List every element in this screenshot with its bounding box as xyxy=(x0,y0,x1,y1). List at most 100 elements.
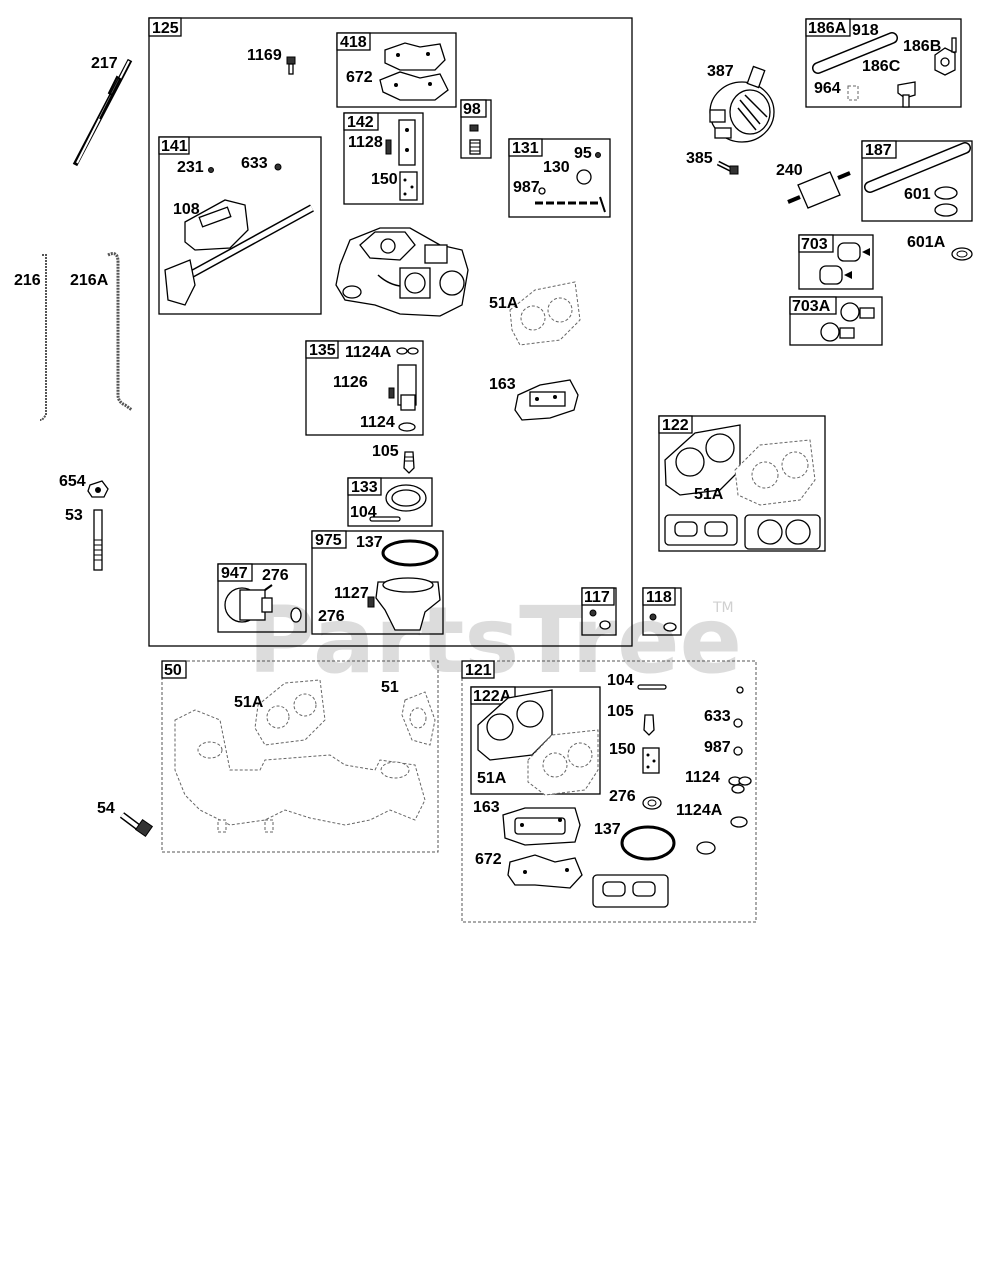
callout-918[interactable]: 918 xyxy=(852,22,879,39)
callout-672[interactable]: 672 xyxy=(475,851,502,868)
part-gasket-plate-kit[interactable] xyxy=(592,874,669,908)
part-186A-fuel-line-kit[interactable] xyxy=(812,32,957,108)
group-703A-tag[interactable] xyxy=(789,296,837,315)
part-133-bowl-gasket[interactable] xyxy=(369,484,427,522)
callout-1124a[interactable]: 1124A xyxy=(676,802,723,819)
callout-1169[interactable]: 1169 xyxy=(247,47,282,64)
part-385-screw[interactable] xyxy=(716,160,739,175)
part-947-solenoid[interactable] xyxy=(224,584,302,623)
part-216-throttle-link[interactable] xyxy=(40,254,47,421)
part-150-plate-kit[interactable] xyxy=(642,747,660,774)
callout-964[interactable]: 964 xyxy=(814,80,841,97)
part-137-oring-kit[interactable] xyxy=(620,825,676,861)
group-117-tag[interactable] xyxy=(581,587,615,606)
part-53-stud[interactable] xyxy=(93,509,103,571)
part-122A-gasket-set[interactable] xyxy=(477,689,599,796)
callout-150[interactable]: 150 xyxy=(609,741,636,758)
part-51-exhaust-gasket[interactable] xyxy=(401,691,436,746)
group-125-tag[interactable] xyxy=(148,17,182,37)
part-50-exhaust-manifold[interactable] xyxy=(174,709,426,833)
callout-53[interactable]: 53 xyxy=(65,507,83,524)
part-141-throttle-shaft[interactable] xyxy=(164,163,314,306)
part-654-nut[interactable] xyxy=(87,480,109,498)
callout-163[interactable]: 163 xyxy=(489,376,516,393)
group-131-tag[interactable] xyxy=(508,138,543,157)
part-418-gasket-set[interactable] xyxy=(379,42,449,101)
callout-137[interactable]: 137 xyxy=(356,534,383,551)
part-122-gasket-kit[interactable] xyxy=(664,424,821,550)
part-51A-gasket-upper[interactable] xyxy=(509,281,581,346)
part-672-gasket-kit[interactable] xyxy=(507,854,583,889)
part-142-plate[interactable] xyxy=(385,119,418,201)
callout-217[interactable]: 217 xyxy=(91,55,118,72)
callout-654[interactable]: 654 xyxy=(59,473,86,490)
callout-104[interactable]: 104 xyxy=(607,672,634,689)
callout-51[interactable]: 51 xyxy=(381,679,399,696)
part-98-spring[interactable] xyxy=(469,124,481,155)
callout-1128[interactable]: 1128 xyxy=(348,134,383,151)
group-975-tag[interactable] xyxy=(311,530,347,549)
group-947-tag[interactable] xyxy=(217,563,253,582)
part-703A-clamps[interactable] xyxy=(820,302,875,342)
callout-276[interactable]: 276 xyxy=(318,608,345,625)
callout-1124[interactable]: 1124 xyxy=(360,414,395,431)
callout-633[interactable]: 633 xyxy=(241,155,268,172)
group-187-tag[interactable] xyxy=(861,140,897,159)
callout-1127[interactable]: 1127 xyxy=(334,585,369,602)
callout-240[interactable]: 240 xyxy=(776,162,803,179)
part-633-987-kit[interactable] xyxy=(733,686,744,756)
group-703-tag[interactable] xyxy=(798,234,834,253)
callout-601[interactable]: 601 xyxy=(904,186,931,203)
part-387-fuel-pump[interactable] xyxy=(709,65,775,143)
callout-137[interactable]: 137 xyxy=(594,821,621,838)
group-133-tag[interactable] xyxy=(347,477,382,496)
part-118-jet[interactable] xyxy=(649,613,677,632)
callout-108[interactable]: 108 xyxy=(173,201,200,218)
callout-105[interactable]: 105 xyxy=(607,703,634,720)
group-142-tag[interactable] xyxy=(343,112,379,131)
part-104-pin[interactable] xyxy=(637,684,667,690)
callout-95[interactable]: 95 xyxy=(574,145,592,162)
callout-51a[interactable]: 51A xyxy=(694,486,724,503)
group-122A-tag[interactable] xyxy=(470,686,516,705)
callout-150[interactable]: 150 xyxy=(371,171,398,188)
group-50-tag[interactable] xyxy=(161,660,187,679)
callout-163[interactable]: 163 xyxy=(473,799,500,816)
part-216A-choke-link[interactable] xyxy=(107,252,133,412)
group-418-tag[interactable] xyxy=(336,32,371,51)
callout-54[interactable]: 54 xyxy=(97,800,115,817)
callout-216a[interactable]: 216A xyxy=(70,272,109,289)
group-141-tag[interactable] xyxy=(158,136,190,155)
callout-130[interactable]: 130 xyxy=(543,159,570,176)
callout-601a[interactable]: 601A xyxy=(907,234,946,251)
part-703-clamps[interactable] xyxy=(819,242,870,285)
callout-186c[interactable]: 186C xyxy=(862,58,901,75)
part-975-float-bowl[interactable] xyxy=(367,539,441,631)
part-117-jet[interactable] xyxy=(589,609,611,630)
part-105-needle-kit[interactable] xyxy=(643,714,655,736)
part-carburetor-body[interactable] xyxy=(335,227,469,317)
callout-51a[interactable]: 51A xyxy=(234,694,264,711)
part-1124-float-kit[interactable] xyxy=(728,776,752,828)
callout-51a[interactable]: 51A xyxy=(489,295,519,312)
part-163-gasket-kit[interactable] xyxy=(502,807,581,846)
callout-105[interactable]: 105 xyxy=(372,443,399,460)
part-276-seal-kit[interactable] xyxy=(642,796,716,855)
part-187-fuel-line[interactable] xyxy=(864,142,971,217)
part-131-link[interactable] xyxy=(535,152,606,213)
callout-51a[interactable]: 51A xyxy=(477,770,507,787)
part-601A-clamp[interactable] xyxy=(951,247,973,261)
part-135-float[interactable] xyxy=(388,347,419,432)
callout-276[interactable]: 276 xyxy=(609,788,636,805)
callout-231[interactable]: 231 xyxy=(177,159,204,176)
callout-385[interactable]: 385 xyxy=(686,150,713,167)
part-51A-exhaust-gasket[interactable] xyxy=(254,679,326,746)
callout-1126[interactable]: 1126 xyxy=(333,374,368,391)
part-105-needle[interactable] xyxy=(403,451,415,474)
callout-186b[interactable]: 186B xyxy=(903,38,941,55)
part-54-bolt[interactable] xyxy=(119,812,154,838)
callout-987[interactable]: 987 xyxy=(513,179,540,196)
group-135-tag[interactable] xyxy=(305,340,339,359)
callout-216[interactable]: 216 xyxy=(14,272,41,289)
callout-672[interactable]: 672 xyxy=(346,69,373,86)
